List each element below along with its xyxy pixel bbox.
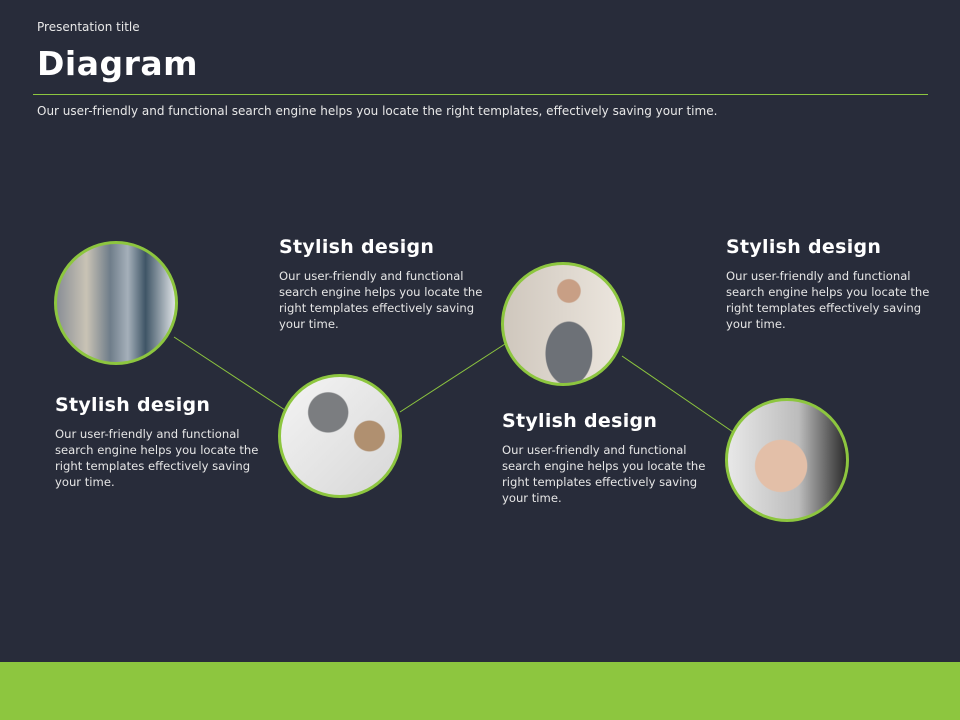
step-1-text: Stylish design Our user-friendly and fun…: [55, 394, 265, 490]
step-2-heading: Stylish design: [279, 236, 435, 258]
step-4-body: Our user-friendly and functional search …: [726, 269, 930, 331]
step-3-body: Our user-friendly and functional search …: [502, 443, 706, 505]
step-2-body: Our user-friendly and functional search …: [279, 269, 483, 331]
step-4-text: Stylish design Our user-friendly and fun…: [726, 236, 936, 332]
slide-title: Diagram: [37, 44, 199, 83]
step-4-heading: Stylish design: [726, 236, 882, 258]
footer-bar: [0, 662, 960, 720]
connector-3-4: [621, 355, 734, 433]
slide-subtitle: Our user-friendly and functional search …: [37, 104, 718, 118]
step-2-text: Stylish design Our user-friendly and fun…: [279, 236, 489, 332]
city-skyscrapers-photo: [54, 241, 178, 365]
step-3-text: Stylish design Our user-friendly and fun…: [502, 410, 712, 506]
connector-2-3: [399, 343, 506, 413]
applauding-audience-photo: [725, 398, 849, 522]
step-1-heading: Stylish design: [55, 394, 211, 416]
step-3-heading: Stylish design: [502, 410, 658, 432]
title-divider: [33, 94, 928, 95]
presentation-title: Presentation title: [37, 20, 140, 34]
team-handshake-photo: [278, 374, 402, 498]
step-1-body: Our user-friendly and functional search …: [55, 427, 259, 489]
woman-on-phone-photo: [501, 262, 625, 386]
connector-1-2: [173, 336, 286, 411]
